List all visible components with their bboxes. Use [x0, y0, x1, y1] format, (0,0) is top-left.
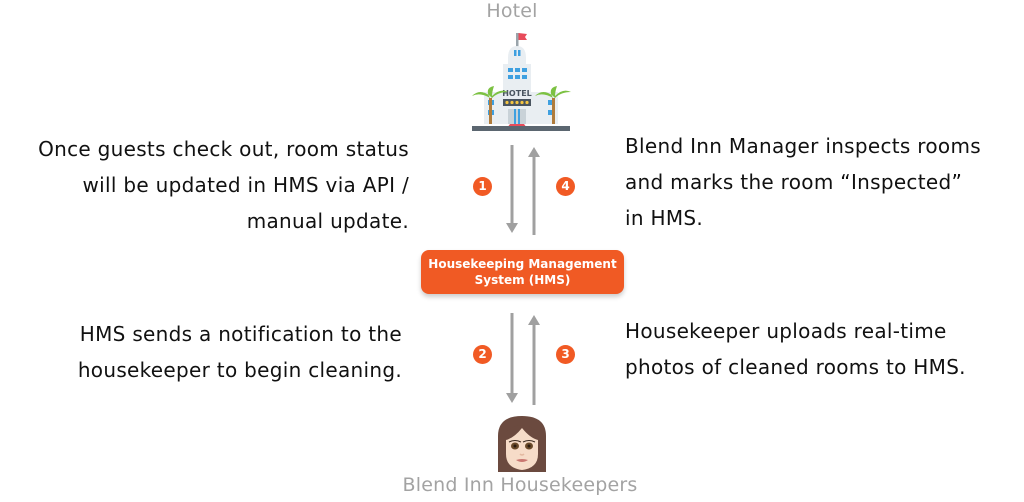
step-1-line: will be updated in HMS via API /: [82, 173, 409, 197]
step-1-line: Once guests check out, room status: [38, 137, 409, 161]
hotel-sign: HOTEL: [502, 89, 532, 98]
hms-label-line2: System (HMS): [474, 273, 571, 287]
arrow-housekeeper-to-hms: [528, 315, 540, 405]
arrow-hms-to-housekeeper: [506, 313, 518, 403]
hotel-label: Hotel: [486, 0, 538, 22]
step-badge-2: 2: [473, 345, 492, 364]
step-3-description: Housekeeper uploads real-time photos of …: [625, 313, 966, 385]
step-1-line: manual update.: [246, 209, 409, 233]
step-2-description: HMS sends a notification to the housekee…: [78, 316, 402, 388]
arrow-hms-to-hotel: [528, 147, 540, 235]
housekeeper-avatar-icon: [498, 416, 546, 472]
step-3-line: Housekeeper uploads real-time: [625, 319, 947, 343]
step-4-line: Blend Inn Manager inspects rooms: [625, 134, 981, 158]
step-2-line: housekeeper to begin cleaning.: [77, 358, 402, 382]
step-3-line: photos of cleaned rooms to HMS.: [625, 355, 966, 379]
step-1-description: Once guests check out, room status will …: [38, 131, 409, 239]
step-2-line: HMS sends a notification to the: [79, 322, 402, 346]
hotel-icon: HOTEL: [472, 33, 571, 131]
hms-node: Housekeeping Management System (HMS): [421, 250, 624, 294]
step-badge-3: 3: [556, 345, 575, 364]
arrow-hotel-to-hms: [506, 145, 518, 233]
housekeepers-label: Blend Inn Housekeepers: [402, 474, 638, 496]
step-badge-1: 1: [473, 177, 492, 196]
step-4-description: Blend Inn Manager inspects rooms and mar…: [625, 128, 981, 236]
hms-label-line1: Housekeeping Management: [428, 257, 617, 271]
step-badge-4: 4: [556, 177, 575, 196]
step-4-line: and marks the room “Inspected”: [625, 170, 963, 194]
step-4-line: in HMS.: [625, 206, 704, 230]
